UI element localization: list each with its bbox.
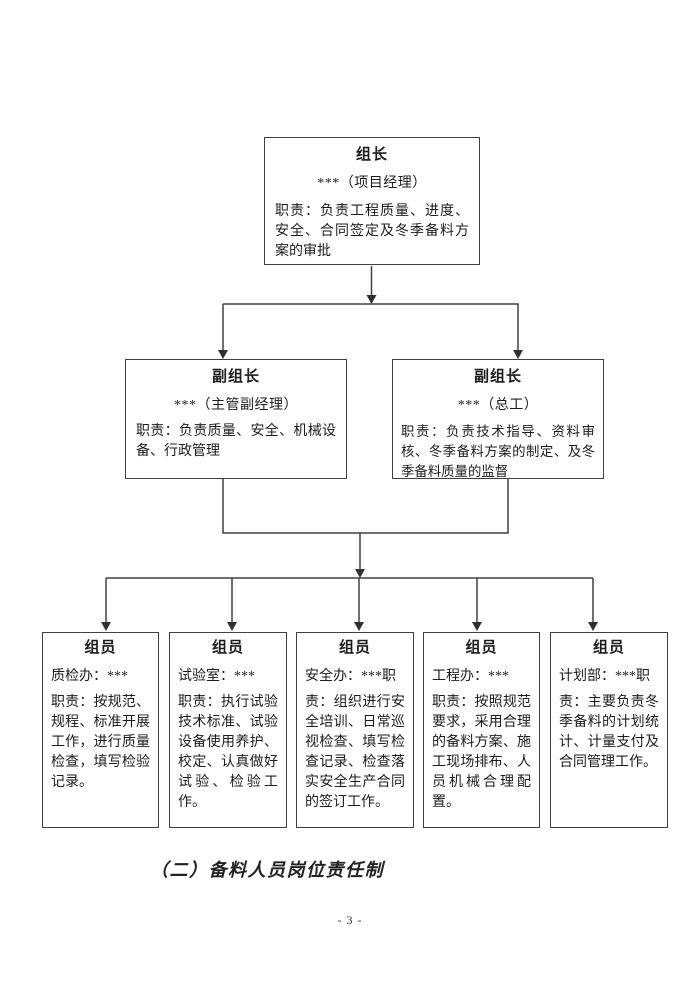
leader-box: 组长 ***（项目经理） 职责：负责工程质量、进度、安全、合同签定及冬季备料方案… bbox=[264, 137, 480, 265]
deputy-2-duty: 职责：负责技术指导、资料审核、冬季备料方案的制定、及冬季备料质量的监督 bbox=[401, 424, 595, 479]
member-2-title: 组员 bbox=[211, 640, 244, 656]
deputy-2-name: ***（总工） bbox=[457, 398, 539, 413]
page-number: - 3 - bbox=[337, 913, 363, 927]
deputy-2-title: 副组长 bbox=[473, 369, 522, 385]
leader-name: ***（项目经理） bbox=[317, 176, 427, 191]
member-5-title: 组员 bbox=[592, 640, 625, 656]
member-1-title: 组员 bbox=[84, 640, 117, 656]
deputy-box-1: 副组长 ***（主管副经理） 职责：负责质量、安全、机械设备、行政管理 bbox=[125, 359, 347, 479]
deputy-1-title: 副组长 bbox=[211, 369, 260, 385]
member-5-duty: 责：主要负责冬季备料的计划统计、计量支付及合同管理工作。 bbox=[559, 695, 659, 770]
member-1-name: 质检办：*** bbox=[51, 669, 128, 684]
member-4-duty: 职责：按照规范要求，采用合理的备料方案、施工现场排布、人员机械合理配置。 bbox=[432, 695, 531, 810]
member-3-duty: 责：组织进行安全培训、日常巡视检查、填写检查记录、检查落实安全生产合同的签订工作… bbox=[305, 695, 405, 810]
leader-title: 组长 bbox=[355, 147, 388, 163]
member-3-name: 安全办：***职 bbox=[305, 669, 396, 684]
member-box-5: 组员 计划部：***职 责：主要负责冬季备料的计划统计、计量支付及合同管理工作。 bbox=[550, 632, 668, 828]
member-box-4: 组员 工程办：*** 职责：按照规范要求，采用合理的备料方案、施工现场排布、人员… bbox=[423, 632, 540, 828]
member-3-title: 组员 bbox=[338, 640, 371, 656]
deputy-box-2: 副组长 ***（总工） 职责：负责技术指导、资料审核、冬季备料方案的制定、及冬季… bbox=[392, 359, 604, 479]
member-2-duty: 职责：执行试验技术标准、试验设备使用养护、校定、认真做好试验、检验工作。 bbox=[178, 695, 278, 810]
leader-duty: 职责：负责工程质量、进度、安全、合同签定及冬季备料方案的审批 bbox=[275, 204, 469, 259]
section-caption: （二）备料人员岗位责任制 bbox=[150, 860, 384, 880]
member-box-3: 组员 安全办：***职 责：组织进行安全培训、日常巡视检查、填写检查记录、检查落… bbox=[296, 632, 414, 828]
member-1-duty: 职责：按规范、规程、标准开展工作，进行质量检查，填写检验记录。 bbox=[51, 695, 150, 790]
deputy-1-duty: 职责：负责质量、安全、机械设备、行政管理 bbox=[136, 424, 336, 459]
member-box-1: 组员 质检办：*** 职责：按规范、规程、标准开展工作，进行质量检查，填写检验记… bbox=[42, 632, 159, 828]
member-4-name: 工程办：*** bbox=[432, 669, 509, 684]
member-5-name: 计划部：***职 bbox=[559, 669, 650, 684]
member-box-2: 组员 试验室：*** 职责：执行试验技术标准、试验设备使用养护、校定、认真做好试… bbox=[169, 632, 287, 828]
member-4-title: 组员 bbox=[465, 640, 498, 656]
member-2-name: 试验室：*** bbox=[178, 669, 255, 684]
deputy-1-name: ***（主管副经理） bbox=[174, 398, 298, 413]
